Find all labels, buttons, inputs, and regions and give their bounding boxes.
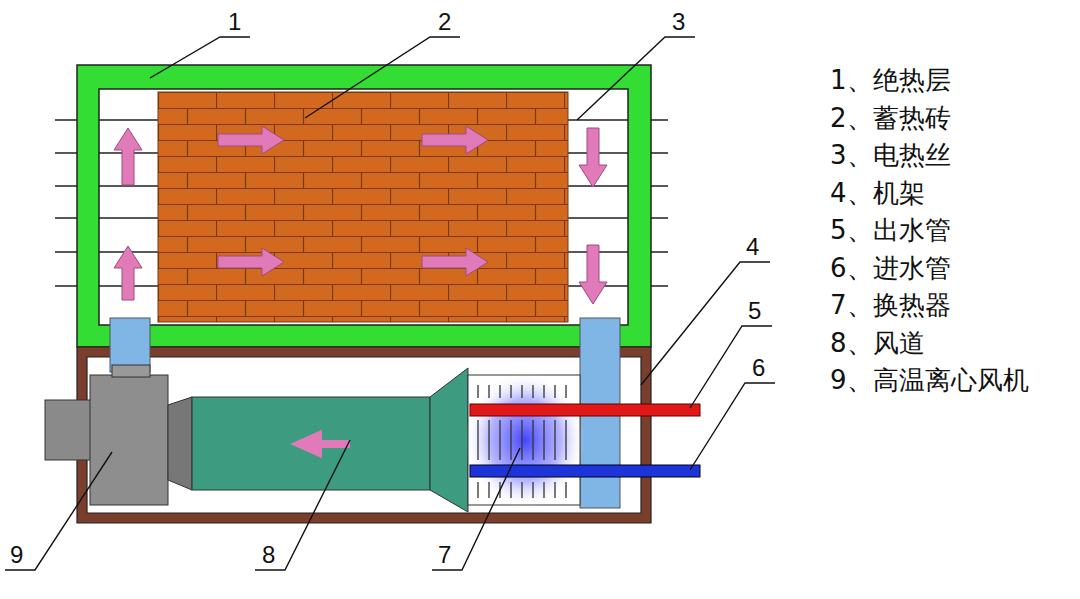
callout-number: 9	[10, 541, 23, 569]
callout-number: 6	[752, 354, 765, 382]
part-key: 9、高温离心风机	[830, 366, 1029, 396]
callout-number: 4	[746, 233, 759, 261]
part-key: 2、蓄热砖	[830, 104, 951, 134]
callout-number: 3	[672, 8, 685, 36]
part-key: 4、机架	[830, 179, 925, 209]
fin	[543, 385, 544, 498]
part-key: 3、电热丝	[830, 141, 951, 171]
callout-number: 8	[262, 541, 275, 569]
callout-number: 1	[228, 8, 241, 36]
fin	[477, 385, 478, 498]
part-key: 6、进水管	[830, 254, 951, 284]
part-key: 7、换热器	[830, 291, 951, 321]
fin	[565, 385, 566, 498]
fin	[554, 385, 555, 498]
fin	[488, 385, 489, 498]
callout-number: 7	[438, 541, 451, 569]
part-key: 1、绝热层	[830, 66, 951, 96]
fin	[499, 385, 500, 498]
fin	[521, 385, 522, 498]
part-key: 5、出水管	[830, 216, 951, 246]
callout-number: 5	[748, 297, 761, 325]
fin	[532, 385, 533, 498]
part-key: 8、风道	[830, 329, 925, 359]
callout-number: 2	[438, 8, 451, 36]
fin	[510, 385, 511, 498]
